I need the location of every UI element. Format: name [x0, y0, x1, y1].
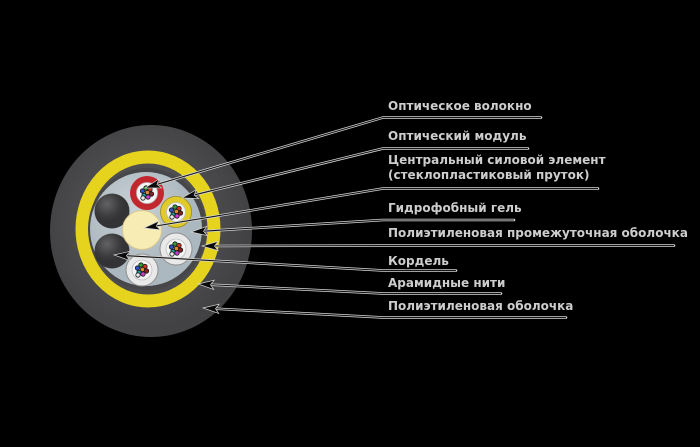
leader-lines: [112, 116, 676, 319]
label-intermediate-sheath: Полиэтиленовая промежуточная оболочка: [388, 226, 688, 240]
cordel-rod-2: [94, 233, 130, 269]
label-optical-fiber: Оптическое волокно: [388, 99, 532, 113]
label-hydrophobic-gel: Гидрофобный гель: [388, 201, 522, 215]
optical-fibers: [134, 185, 184, 278]
label-outer-sheath: Полиэтиленовая оболочка: [388, 299, 574, 313]
label-optical-module: Оптический модуль: [388, 129, 527, 143]
label-cordel: Кордель: [388, 254, 449, 268]
central-strength-element: [122, 210, 162, 250]
cordel-rod-1: [94, 193, 130, 229]
label-central-strength-element: Центральный силовой элемент (стеклопласт…: [388, 153, 606, 182]
aramid-ring: [75, 150, 221, 308]
label-aramid-yarns: Арамидные нити: [388, 276, 506, 290]
